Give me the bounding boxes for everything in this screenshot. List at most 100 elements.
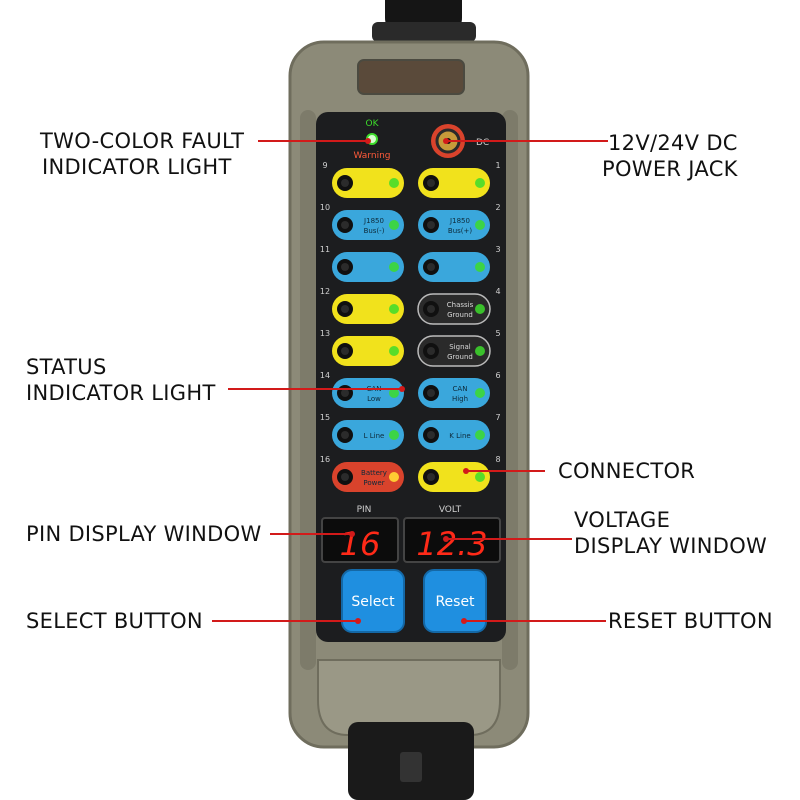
leader-fault-light-dot — [365, 138, 371, 144]
leader-power-jack-dot — [443, 138, 449, 144]
pin-display-window — [321, 517, 399, 563]
pin-number-6: 6 — [495, 371, 500, 380]
status-indicator-led — [475, 178, 485, 188]
banana-socket-core — [427, 221, 435, 229]
connector-pin-8[interactable]: 8 — [418, 455, 501, 492]
pin-number-15: 15 — [320, 413, 330, 422]
pin-socket-body — [418, 378, 490, 408]
pin-window-callout-line-1: PIN DISPLAY WINDOW — [26, 522, 262, 546]
select-button-label: Select — [351, 594, 395, 610]
connector-pin-13[interactable]: 13 — [320, 329, 404, 366]
front-panel — [316, 112, 506, 642]
pin-socket-body — [332, 168, 404, 198]
connector-pin-15[interactable]: 15L Line — [320, 413, 404, 450]
select-button[interactable] — [341, 569, 405, 633]
banana-socket-core — [341, 305, 349, 313]
status-indicator-led — [389, 346, 399, 356]
volt-window-callout-line-2: DISPLAY WINDOW — [574, 534, 768, 558]
fault-light-callout-line-2: INDICATOR LIGHT — [42, 155, 232, 179]
reset-button[interactable] — [423, 569, 487, 633]
banana-socket-core — [427, 347, 435, 355]
pin-label-line: Battery — [361, 469, 387, 477]
leader-connector-dot — [463, 468, 469, 474]
pin-label-line: CAN — [453, 385, 468, 393]
fault-light-callout: TWO-COLOR FAULT INDICATOR LIGHT — [40, 128, 244, 180]
pin-socket-body — [332, 210, 404, 240]
pin-number-9: 9 — [322, 161, 327, 170]
pin-socket-body — [417, 335, 491, 367]
pin-socket-body — [418, 252, 490, 282]
pin-label-line: Ground — [447, 353, 473, 361]
pin-number-13: 13 — [320, 329, 330, 338]
select-button-callout: SELECT BUTTON — [26, 608, 203, 634]
status-indicator-led — [389, 262, 399, 272]
status-indicator-led — [475, 430, 485, 440]
status-indicator-led — [389, 472, 399, 482]
connector-pin-3[interactable]: 3 — [418, 245, 501, 282]
warning-label: Warning — [353, 151, 390, 161]
banana-socket-core — [341, 431, 349, 439]
connector-pin-7[interactable]: 7K Line — [418, 413, 501, 450]
pin-label-line: Chassis — [447, 301, 474, 309]
status-indicator-led — [389, 430, 399, 440]
pin-header: PIN — [357, 505, 372, 515]
cable-boot — [372, 22, 476, 42]
status-indicator-led — [475, 346, 485, 356]
status-indicator-led — [475, 388, 485, 398]
banana-socket-core — [427, 305, 435, 313]
status-indicator-led — [389, 304, 399, 314]
fault-light-callout-line-1: TWO-COLOR FAULT — [40, 129, 245, 153]
connector-pin-9[interactable]: 9 — [322, 161, 404, 198]
banana-socket-core — [427, 431, 435, 439]
pin-label-line: Power — [363, 479, 384, 487]
connector-pin-12[interactable]: 12 — [320, 287, 404, 324]
status-indicator-led — [475, 472, 485, 482]
status-indicator-led — [389, 220, 399, 230]
pin-number-10: 10 — [320, 203, 330, 212]
pin-socket-body — [332, 462, 404, 492]
pin-number-4: 4 — [495, 287, 500, 296]
ok-label: OK — [366, 119, 380, 129]
power-jack-callout: 12V/24V DC POWER JACK — [602, 130, 738, 182]
pin-socket-body — [332, 294, 404, 324]
pin-socket-body — [418, 420, 490, 450]
top-window — [357, 59, 465, 95]
banana-socket-core — [341, 347, 349, 355]
pin-number-14: 14 — [320, 371, 330, 380]
reset-button-callout: RESET BUTTON — [608, 608, 773, 634]
pin-socket-body — [332, 252, 404, 282]
power-jack-callout-line-2: POWER JACK — [602, 157, 738, 181]
pin-socket-body — [417, 293, 491, 325]
pin-number-8: 8 — [495, 455, 500, 464]
banana-socket-core — [427, 179, 435, 187]
leader-pin-window-dot — [349, 531, 355, 537]
connector-pin-11[interactable]: 11 — [320, 245, 404, 282]
pin-window-callout: PIN DISPLAY WINDOW — [26, 521, 262, 547]
status-light-callout-line-2: INDICATOR LIGHT — [26, 381, 216, 405]
pin-label-line: Ground — [447, 311, 473, 319]
volt-header: VOLT — [439, 505, 462, 515]
pin-number-2: 2 — [495, 203, 500, 212]
banana-socket-core — [427, 263, 435, 271]
banana-socket-core — [341, 473, 349, 481]
volt-window-callout-line-1: VOLTAGE — [574, 508, 671, 532]
pin-label-line: J1850 — [449, 217, 470, 225]
pin-label-line: High — [452, 395, 468, 403]
connector-pin-1[interactable]: 1 — [418, 161, 501, 198]
pin-label-line: Bus(+) — [448, 227, 472, 235]
pin-socket-body — [418, 168, 490, 198]
connector-callout-line-1: CONNECTOR — [558, 459, 696, 483]
leader-status-light-dot — [399, 386, 405, 392]
leader-volt-window-dot — [443, 536, 449, 542]
pin-label-line: J1850 — [363, 217, 384, 225]
status-indicator-led — [389, 388, 399, 398]
volt-window-callout: VOLTAGE DISPLAY WINDOW — [574, 507, 767, 559]
pin-socket-body — [332, 420, 404, 450]
leader-reset-button-dot — [461, 618, 467, 624]
